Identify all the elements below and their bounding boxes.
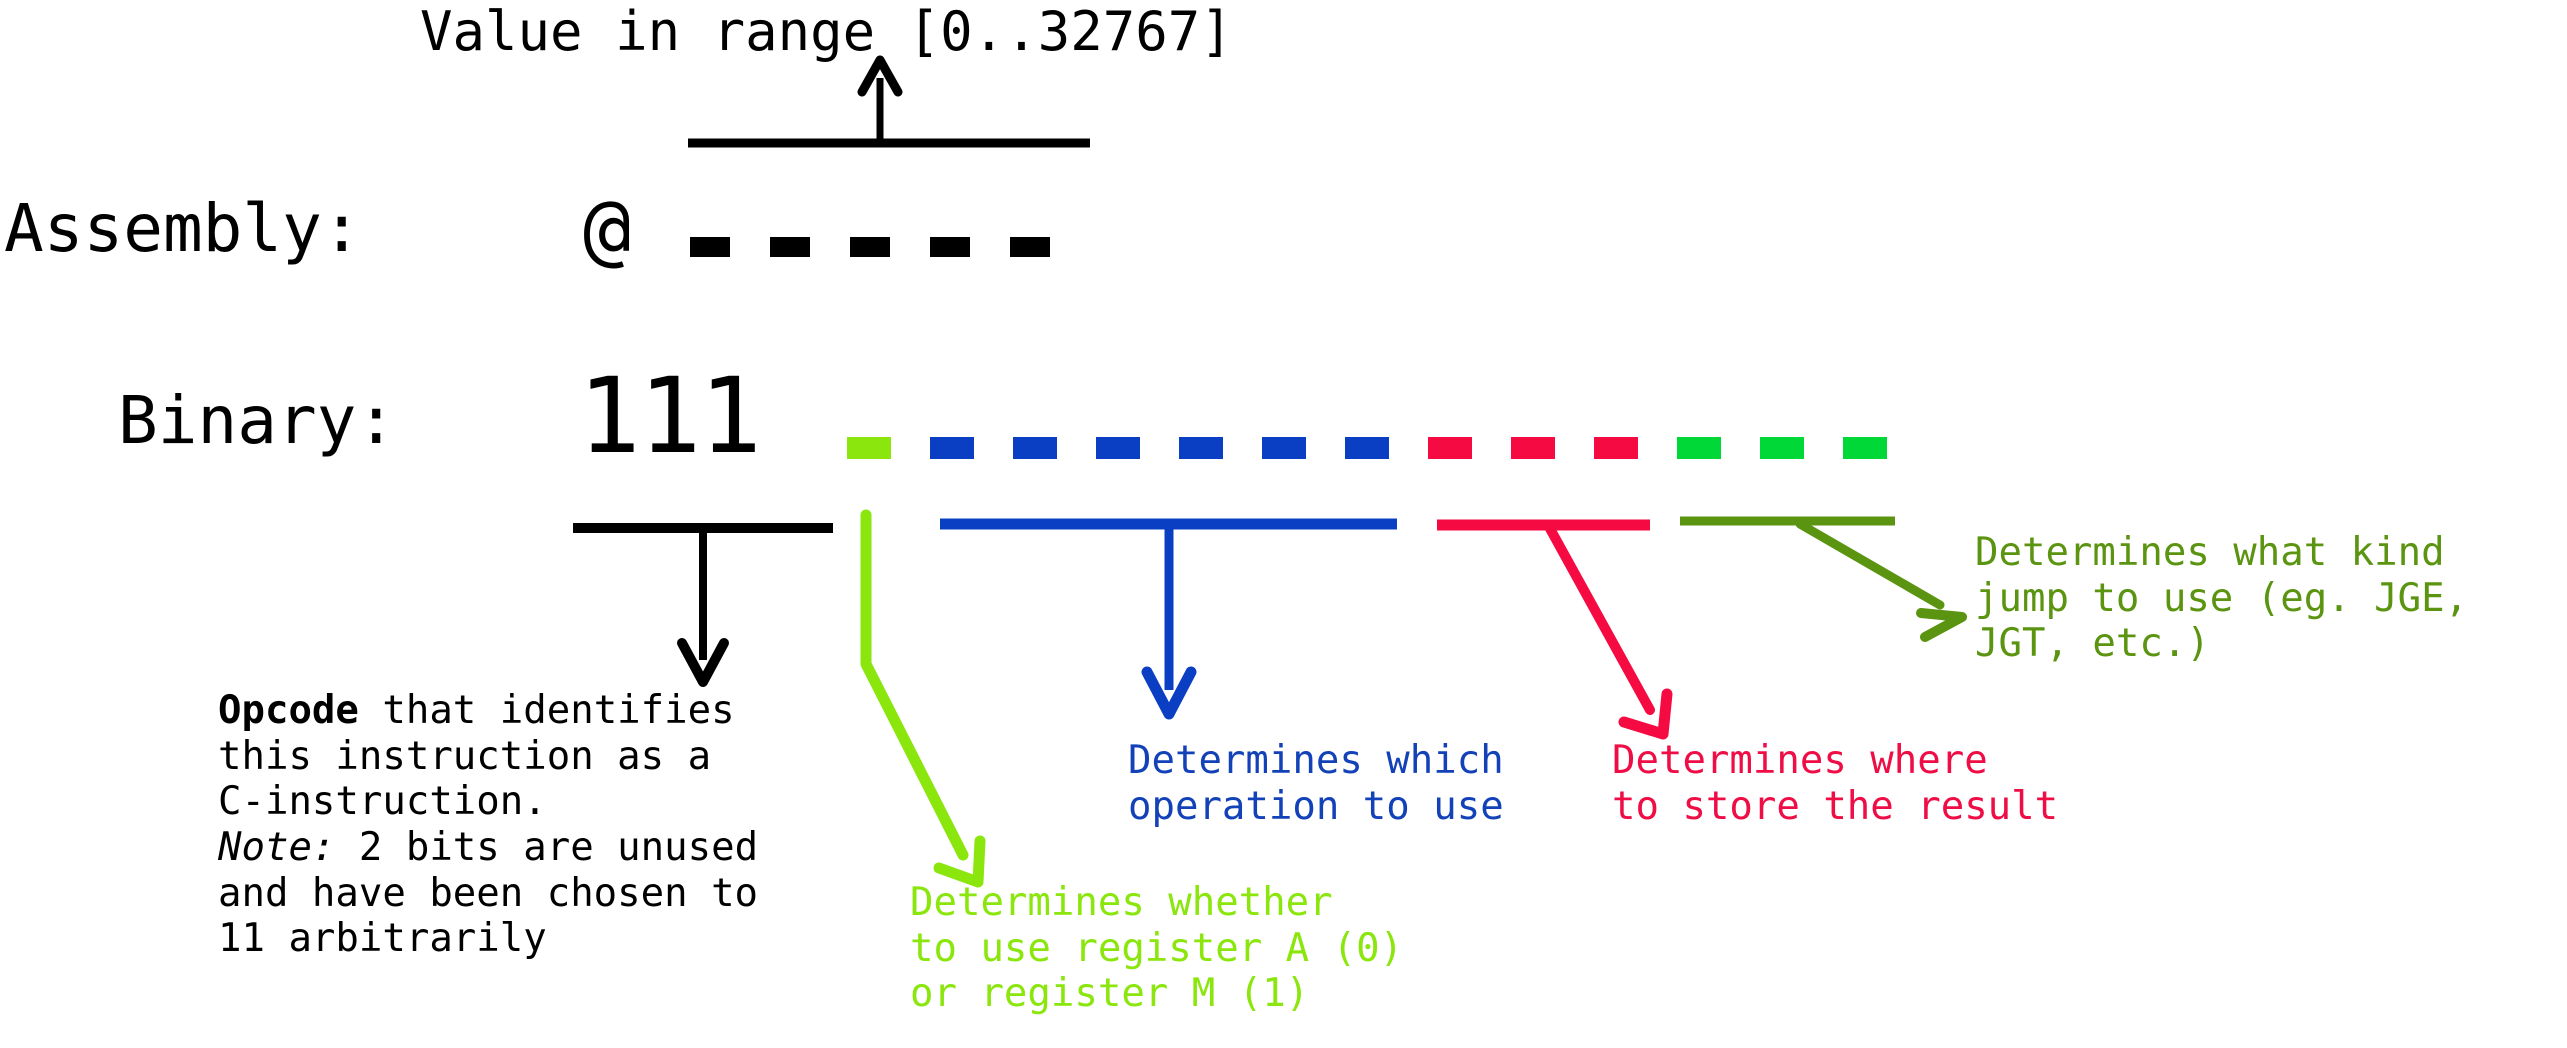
binary-dash-comp-bits (1345, 437, 1389, 459)
jump-note-line3: JGT, etc.) (1975, 621, 2210, 667)
jump-note: Determines what kind jump to use (eg. JG… (1975, 530, 2468, 667)
binary-dash-comp-bits (1262, 437, 1306, 459)
assembly-dash (770, 237, 810, 257)
comp-note-line1: Determines which (1128, 738, 1504, 783)
binary-dash-comp-bits (1179, 437, 1223, 459)
jump-arrowhead (1916, 608, 1967, 642)
opcode-note-line5: and have been chosen to (218, 870, 759, 916)
opcode-note: Opcode that identifies this instruction … (218, 688, 758, 962)
binary-dash-comp-bits (1096, 437, 1140, 459)
comp-bracket-arrow (940, 518, 1397, 720)
binary-dash-jump-bits (1843, 437, 1887, 459)
opcode-note-line3: C-instruction. (218, 779, 547, 825)
a-bit-note: Determines whether to use register A (0)… (910, 880, 1403, 1017)
dest-bracket-arrow (1437, 519, 1673, 740)
assembly-dash (930, 237, 970, 257)
opcode-bracket-arrow (573, 523, 833, 687)
comp-arrowhead (1141, 666, 1197, 720)
binary-dash-jump-bits (1677, 437, 1721, 459)
binary-row-label: Binary: (118, 382, 397, 459)
opcode-note-line4-rest: 2 bits are unused (335, 824, 759, 870)
assembly-dash (850, 237, 890, 257)
assembly-row-label: Assembly: (4, 190, 362, 267)
opcode-arrowhead (677, 638, 729, 687)
a-bit-note-line3: or register M (1) (910, 971, 1310, 1017)
jump-note-line1: Determines what kind (1975, 530, 2445, 575)
assembly-at-symbol: @ (583, 182, 632, 275)
value-range-bracket (688, 55, 1090, 148)
binary-dash-a-bit (847, 437, 891, 459)
opcode-note-line2: this instruction as a (218, 733, 712, 779)
binary-dash-comp-bits (1013, 437, 1057, 459)
assembly-dash (1010, 237, 1050, 257)
binary-dash-dest-bits (1594, 437, 1638, 459)
comp-note-line2: operation to use (1128, 783, 1504, 829)
opcode-note-bold-lead: Opcode (218, 688, 359, 733)
assembly-dash (690, 237, 730, 257)
jump-bracket-arrow (1680, 516, 1967, 642)
binary-dash-dest-bits (1511, 437, 1555, 459)
dest-note-line2: to store the result (1612, 783, 2059, 829)
a-bit-arrowhead (933, 835, 986, 888)
opcode-note-italic-lead: Note: (218, 824, 336, 870)
jump-note-line2: jump to use (eg. JGE, (1975, 575, 2469, 621)
value-range-arrowhead (857, 55, 903, 97)
opcode-note-line1-rest: that identifies (358, 688, 735, 733)
dest-note-line1: Determines where (1612, 738, 1988, 783)
binary-opcode-bits: 111 (578, 355, 762, 477)
binary-dash-comp-bits (930, 437, 974, 459)
value-range-annotation: Value in range [0..32767] (420, 0, 1233, 63)
opcode-note-line6: 11 arbitrarily (218, 916, 547, 962)
a-bit-note-line1: Determines whether (910, 880, 1333, 925)
binary-dash-jump-bits (1760, 437, 1804, 459)
assembly-placeholder-dashes (690, 237, 1050, 257)
binary-dash-dest-bits (1428, 437, 1472, 459)
binary-field-dashes (847, 437, 1887, 459)
a-bit-elbow-arrow (860, 509, 986, 888)
dest-note: Determines where to store the result (1612, 738, 2058, 829)
comp-note: Determines which operation to use (1128, 738, 1504, 829)
a-bit-note-line2: to use register A (0) (910, 925, 1404, 971)
dest-arrowhead (1618, 688, 1673, 740)
